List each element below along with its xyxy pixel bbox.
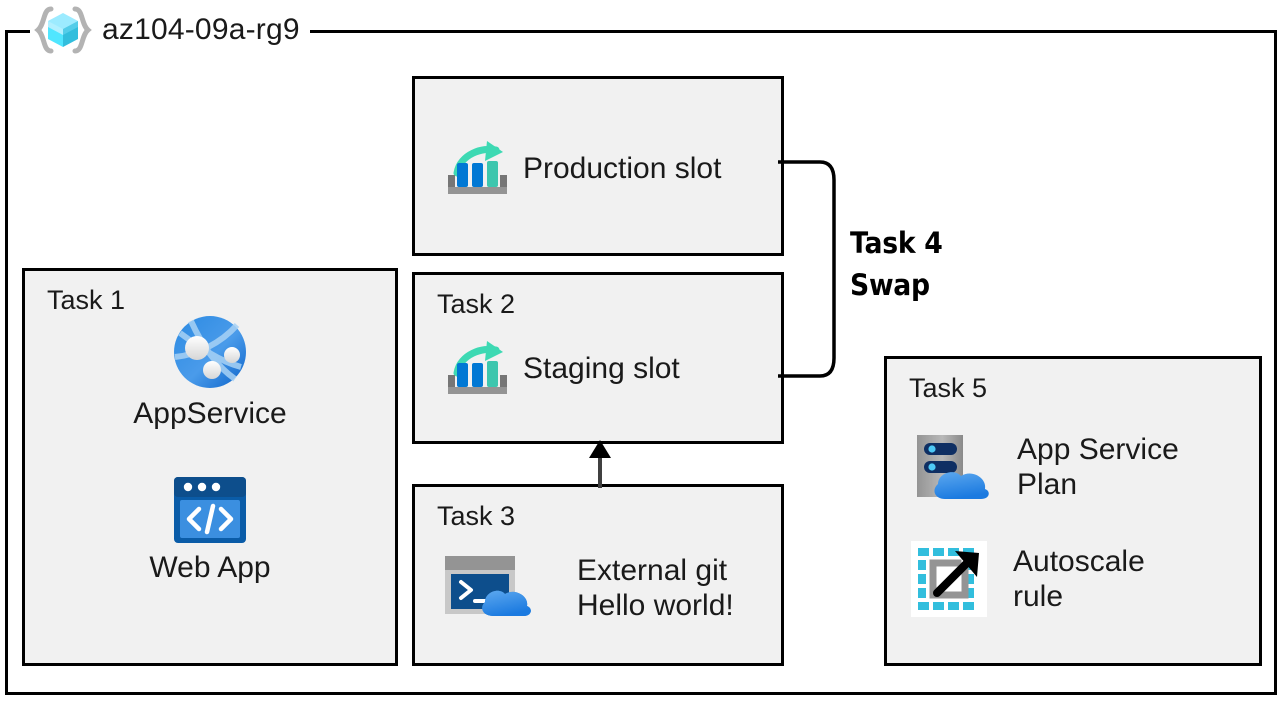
resource-group-icon bbox=[34, 5, 92, 55]
external-git-label: External git Hello world! bbox=[577, 554, 734, 623]
app-service-icon bbox=[171, 313, 249, 391]
autoscale-rule-label: Autoscale rule bbox=[1013, 544, 1145, 613]
resource-group-name: az104-09a-rg9 bbox=[102, 13, 300, 46]
task3-box[interactable]: Task 3 bbox=[412, 484, 784, 666]
app-service-item: AppService bbox=[25, 313, 395, 431]
external-git-row: External git Hello world! bbox=[443, 553, 734, 624]
app-service-plan-label: App Service Plan bbox=[1017, 432, 1179, 501]
task1-box[interactable]: Task 1 bbox=[22, 268, 398, 666]
task2-label: Task 2 bbox=[437, 289, 516, 319]
app-service-plan-icon bbox=[911, 431, 991, 503]
app-service-plan-row: App Service Plan bbox=[911, 431, 1179, 503]
autoscale-icon bbox=[911, 541, 987, 617]
resource-group-header: az104-09a-rg9 bbox=[34, 4, 300, 56]
swap-connector-label: Task 4 Swap bbox=[850, 226, 943, 303]
task5-label: Task 5 bbox=[909, 373, 988, 403]
web-app-item: Web App bbox=[25, 475, 395, 585]
production-slot-label: Production slot bbox=[523, 152, 722, 186]
task3-label: Task 3 bbox=[437, 501, 516, 531]
production-slot-box[interactable]: Production slot bbox=[412, 76, 784, 256]
app-service-caption: AppService bbox=[133, 397, 287, 430]
staging-slot-row: Staging slot bbox=[447, 341, 680, 397]
web-app-caption: Web App bbox=[149, 551, 271, 584]
staging-slot-label: Staging slot bbox=[523, 352, 680, 386]
cloud-shell-icon bbox=[443, 554, 535, 622]
production-slot-row: Production slot bbox=[447, 141, 721, 197]
resource-group-title-notch bbox=[30, 22, 310, 42]
autoscale-rule-row: Autoscale rule bbox=[911, 541, 1145, 617]
deployment-slot-icon bbox=[447, 341, 509, 397]
web-app-icon bbox=[172, 475, 248, 545]
resource-group-boundary bbox=[5, 30, 1277, 695]
deployment-slot-icon bbox=[447, 141, 509, 197]
task1-label: Task 1 bbox=[47, 285, 126, 315]
task5-box[interactable]: Task 5 bbox=[884, 356, 1262, 666]
task2-box[interactable]: Task 2 Staging slot bbox=[412, 272, 784, 444]
